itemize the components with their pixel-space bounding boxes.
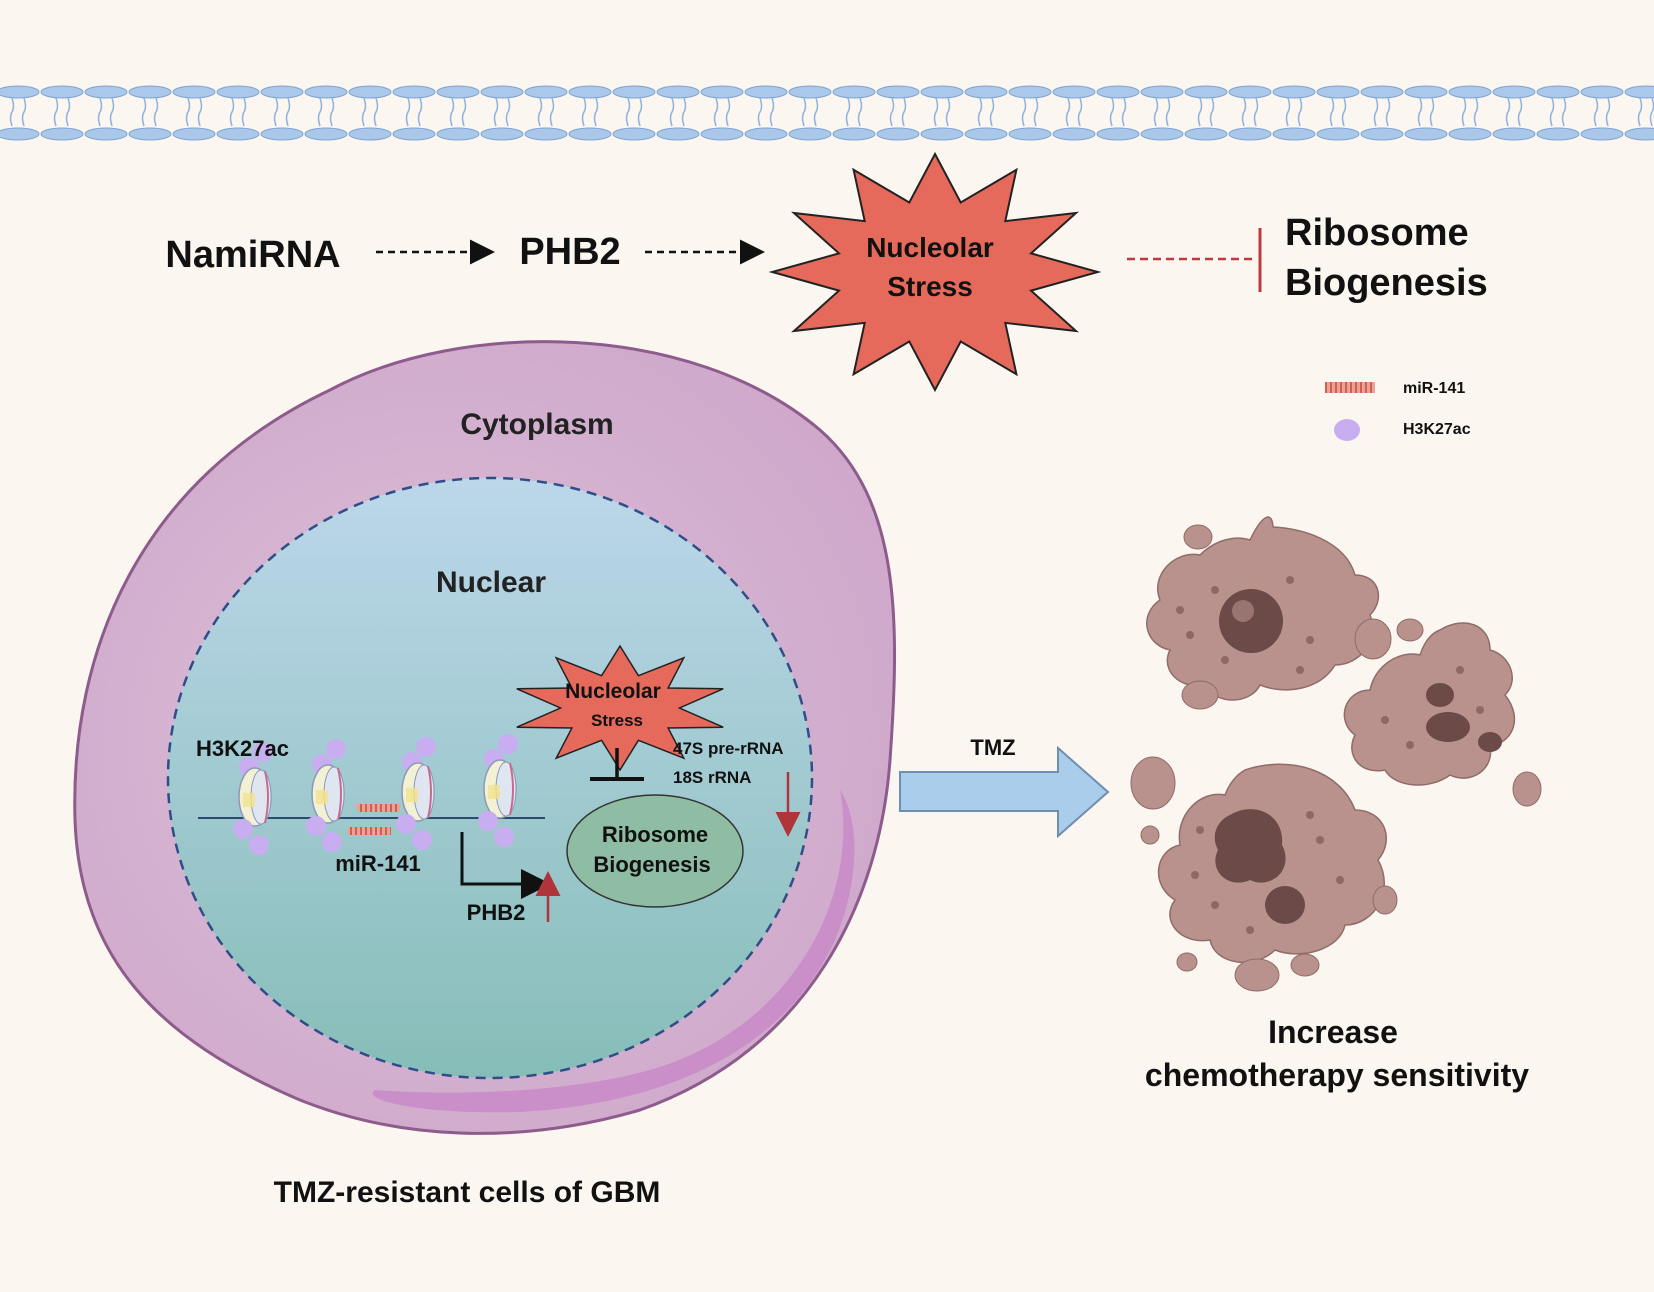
nucleolar-stress-line1: Nucleolar (866, 232, 994, 263)
cell-fragment (1176, 952, 1198, 972)
cell-fragment (1130, 756, 1176, 810)
cell-fragment (1140, 825, 1160, 845)
rrna-label-line2: 18S rRNA (673, 768, 751, 787)
nucleosome (396, 737, 436, 850)
cytoplasm-label: Cytoplasm (460, 408, 613, 441)
mir141-label: miR-141 (335, 851, 421, 876)
h3k27ac-mark (396, 814, 416, 834)
cell-fragment (1354, 618, 1392, 660)
nucleolar-stress-starburst (768, 151, 1102, 393)
h3k27ac-mark (494, 827, 514, 847)
cell-fragment (1290, 953, 1320, 977)
cell-fragment (1181, 680, 1219, 710)
ribosome-biogenesis-oval (566, 794, 744, 908)
cell-caption: TMZ-resistant cells of GBM (274, 1176, 661, 1209)
nucleolar-stress-line2: Stress (887, 271, 973, 302)
nucleosome (233, 742, 273, 855)
h3k27ac-mark (498, 734, 518, 754)
ribosome-biogenesis-line1: Ribosome (1285, 212, 1469, 254)
damaged-cell-3-nucleus (1214, 809, 1286, 883)
ribo-oval-line2: Biogenesis (593, 852, 710, 877)
h3k27ac-mark (326, 739, 346, 759)
ribo-oval-line1: Ribosome (602, 822, 708, 847)
small-stress-line2: Stress (591, 711, 643, 730)
outcome-line1: Increase (1268, 1014, 1398, 1050)
legend-h3k27ac-swatch (1334, 419, 1360, 441)
mir141-strand-upper (357, 804, 400, 812)
nucleolar-stress-small-starburst (516, 644, 724, 772)
cell-fragment (1183, 524, 1213, 550)
damaged-cell-2 (1343, 622, 1516, 786)
legend-mir141-label: miR-141 (1403, 380, 1465, 397)
damaged-cells-illustration (1130, 516, 1542, 992)
tmz-treatment-arrow (899, 745, 1110, 839)
cell-fragment (1396, 618, 1424, 642)
phb2-label: PHB2 (519, 231, 620, 273)
h3k27ac-mark (322, 832, 342, 852)
phb2-gene-label: PHB2 (467, 900, 526, 925)
h3k27ac-mark (253, 742, 273, 762)
legend-h3k27ac-label: H3K27ac (1403, 421, 1471, 438)
nucleosome (306, 739, 346, 852)
h3k27ac-mark (412, 830, 432, 850)
phb2-transcription-arrow (460, 832, 551, 899)
h3k27ac-label: H3K27ac (196, 736, 289, 761)
cell-fragment (1512, 771, 1542, 807)
cell-inner-edge (372, 790, 855, 1113)
h3k27ac-mark (306, 816, 326, 836)
h3k27ac-mark (416, 737, 436, 757)
outcome-line2: chemotherapy sensitivity (1145, 1057, 1529, 1093)
small-stress-line1: Nucleolar (565, 680, 661, 703)
nucleosome (478, 734, 518, 847)
h3k27ac-mark (233, 819, 253, 839)
tmz-label: TMZ (970, 735, 1015, 760)
mir141-strand-lower (348, 827, 391, 835)
ribosome-biogenesis-line2: Biogenesis (1285, 262, 1488, 304)
rrna-label-line1: 47S pre-rRNA (673, 739, 784, 758)
cell-membrane (0, 85, 1654, 141)
h3k27ac-mark (249, 835, 269, 855)
cell-fragment (1372, 885, 1398, 915)
h3k27ac-mark (478, 811, 498, 831)
cell-fragment (1234, 958, 1280, 992)
nucleosome-group (233, 734, 518, 855)
damaged-cell-1-nucleus (1219, 589, 1283, 653)
namirna-label: NamiRNA (165, 234, 340, 276)
nuclear-label: Nuclear (436, 566, 546, 599)
legend-mir141-swatch (1325, 382, 1375, 393)
